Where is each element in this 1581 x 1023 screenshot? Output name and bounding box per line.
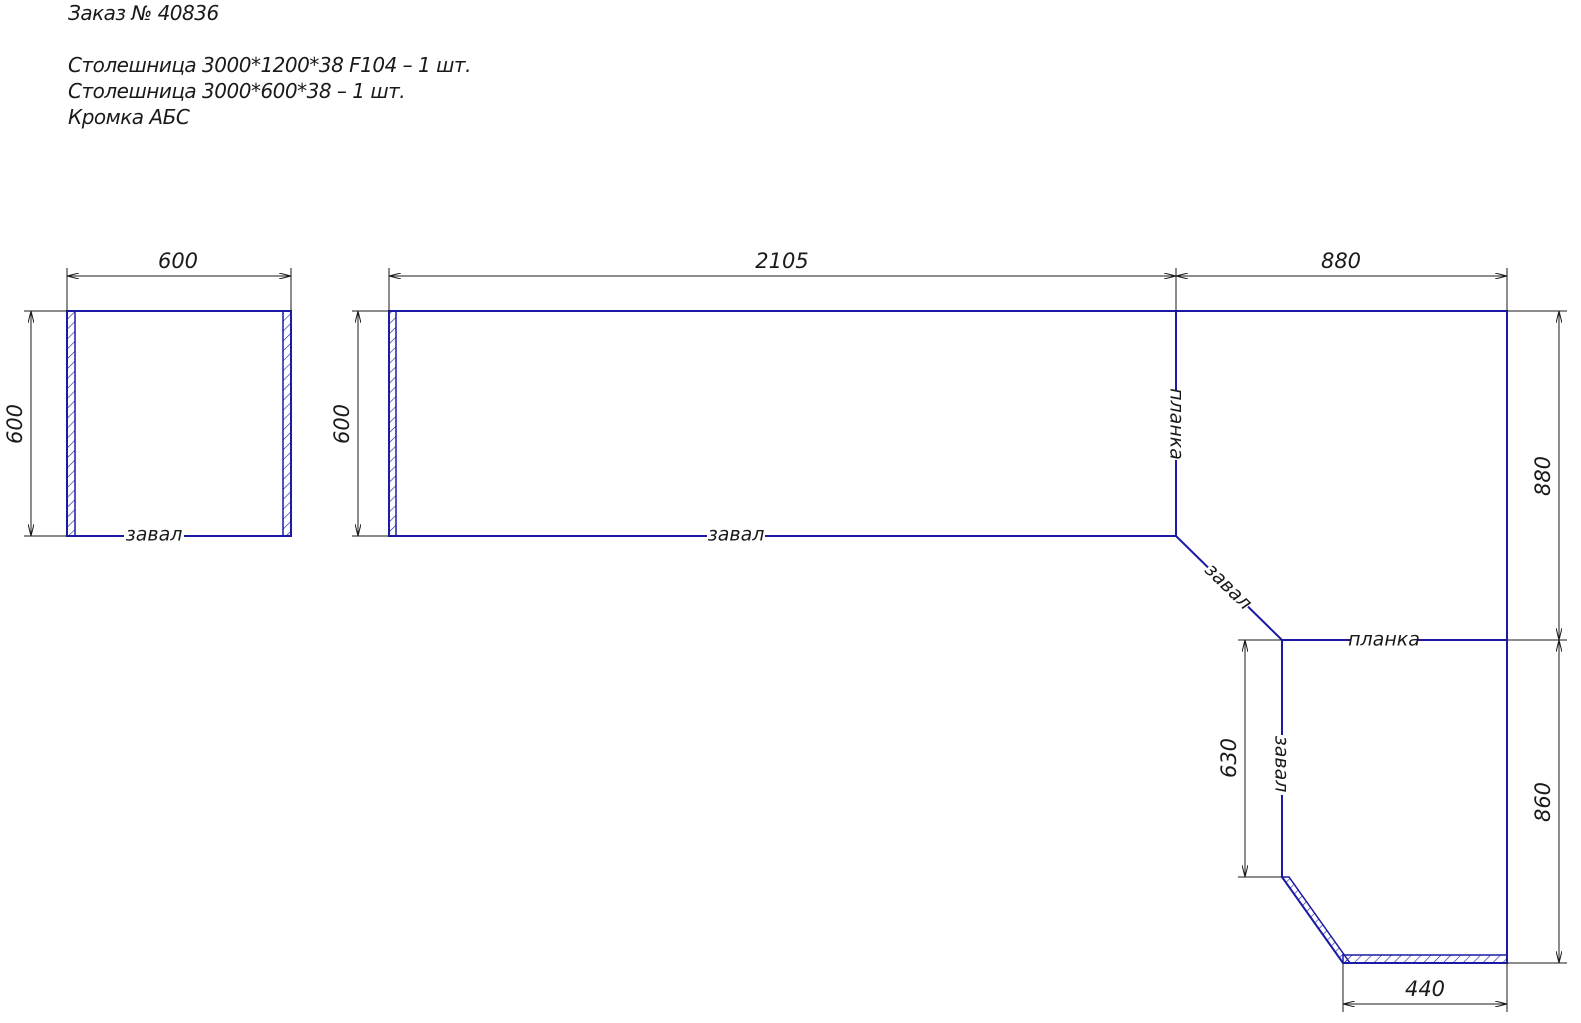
dim-main-height: 600 xyxy=(330,404,354,444)
main-panel-outline xyxy=(388,310,1508,964)
dim-corner-width: 880 xyxy=(1321,249,1361,273)
order-number: Заказ № 40836 xyxy=(68,1,219,25)
main-bottom-label: завал xyxy=(708,524,765,546)
dim-right-upper: 880 xyxy=(1531,456,1555,496)
main-panel-edge-left xyxy=(388,310,397,537)
joint-horizontal-label: планка xyxy=(1348,629,1420,651)
small-panel-edge-left xyxy=(66,310,76,537)
small-panel-outline xyxy=(66,310,292,537)
dim-bottom-width: 440 xyxy=(1405,977,1445,1001)
small-panel: завал xyxy=(66,310,292,546)
spec-line-1: Столешница 3000*1200*38 F104 – 1 шт. xyxy=(68,53,471,77)
main-dimensions xyxy=(352,268,1567,1012)
dim-main-width: 2105 xyxy=(755,249,808,273)
inner-vertical-label: завал xyxy=(1271,736,1293,793)
dim-inner-height: 630 xyxy=(1217,738,1241,778)
main-panel: завал планка планка завал завал xyxy=(388,310,1508,964)
small-dimensions xyxy=(24,268,292,537)
dim-small-height: 600 xyxy=(3,404,27,444)
joint-vertical-label: планка xyxy=(1166,388,1188,460)
main-panel-edge-bottom xyxy=(1342,954,1508,964)
main-panel-edge-diagonal xyxy=(1280,876,1352,964)
spec-line-2: Столешница 3000*600*38 – 1 шт. xyxy=(68,79,406,103)
dim-right-lower: 860 xyxy=(1531,782,1555,822)
dim-small-width: 600 xyxy=(158,249,198,273)
order-notes: Заказ № 40836 Столешница 3000*1200*38 F1… xyxy=(68,0,471,130)
small-bottom-label: завал xyxy=(126,524,183,546)
small-panel-edge-right xyxy=(282,310,292,537)
diagonal-label: завал xyxy=(1200,559,1256,614)
spec-line-3: Кромка АБС xyxy=(68,105,190,129)
